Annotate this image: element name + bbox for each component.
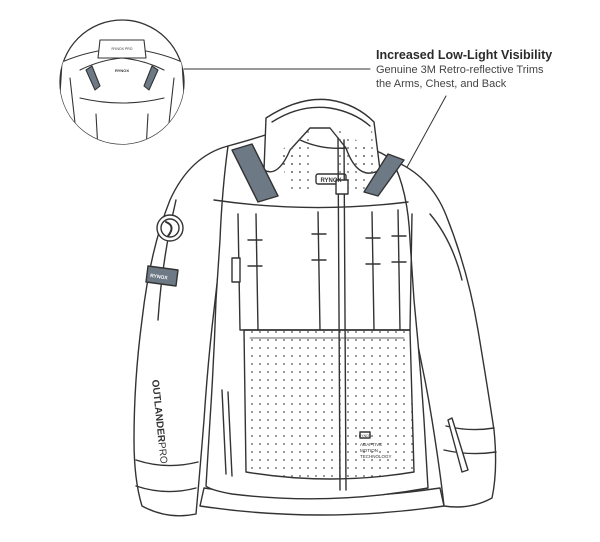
center-zipper: [337, 137, 341, 491]
inset-logo: RYNOX: [115, 68, 129, 73]
perforated-panel: [243, 329, 415, 480]
left-sleeve: [133, 145, 229, 517]
callout-pointer-line: [399, 95, 447, 181]
callout-line-1: Genuine 3M Retro-reflective Trims: [376, 64, 544, 76]
tech-line-1: ADAPTIVE: [360, 442, 382, 447]
callout-line-2: the Arms, Chest, and Back: [376, 78, 507, 90]
reflective-sleeve-strip: [145, 265, 179, 287]
tech-line-2: MOTION: [360, 448, 378, 453]
sleeve-logo: RYNOX: [150, 273, 169, 281]
back-collar-inset: [59, 19, 185, 145]
chest-logo: RYNOX: [320, 178, 341, 184]
sleeve-model-light: PRO: [156, 442, 169, 465]
tag-label: RYNOX: [359, 434, 372, 438]
jacket-illustration: [133, 98, 497, 517]
tech-line-3: TECHNOLOGY: [360, 454, 392, 459]
inset-collar-label: RYNOX PRO: [112, 47, 133, 51]
reflective-strip-left: [231, 143, 279, 203]
callout-title: Increased Low-Light Visibility: [376, 48, 553, 62]
visibility-callout: Increased Low-Light Visibility Genuine 3…: [376, 47, 591, 91]
reflective-strip-right: [363, 153, 405, 197]
right-sleeve: [391, 159, 497, 508]
